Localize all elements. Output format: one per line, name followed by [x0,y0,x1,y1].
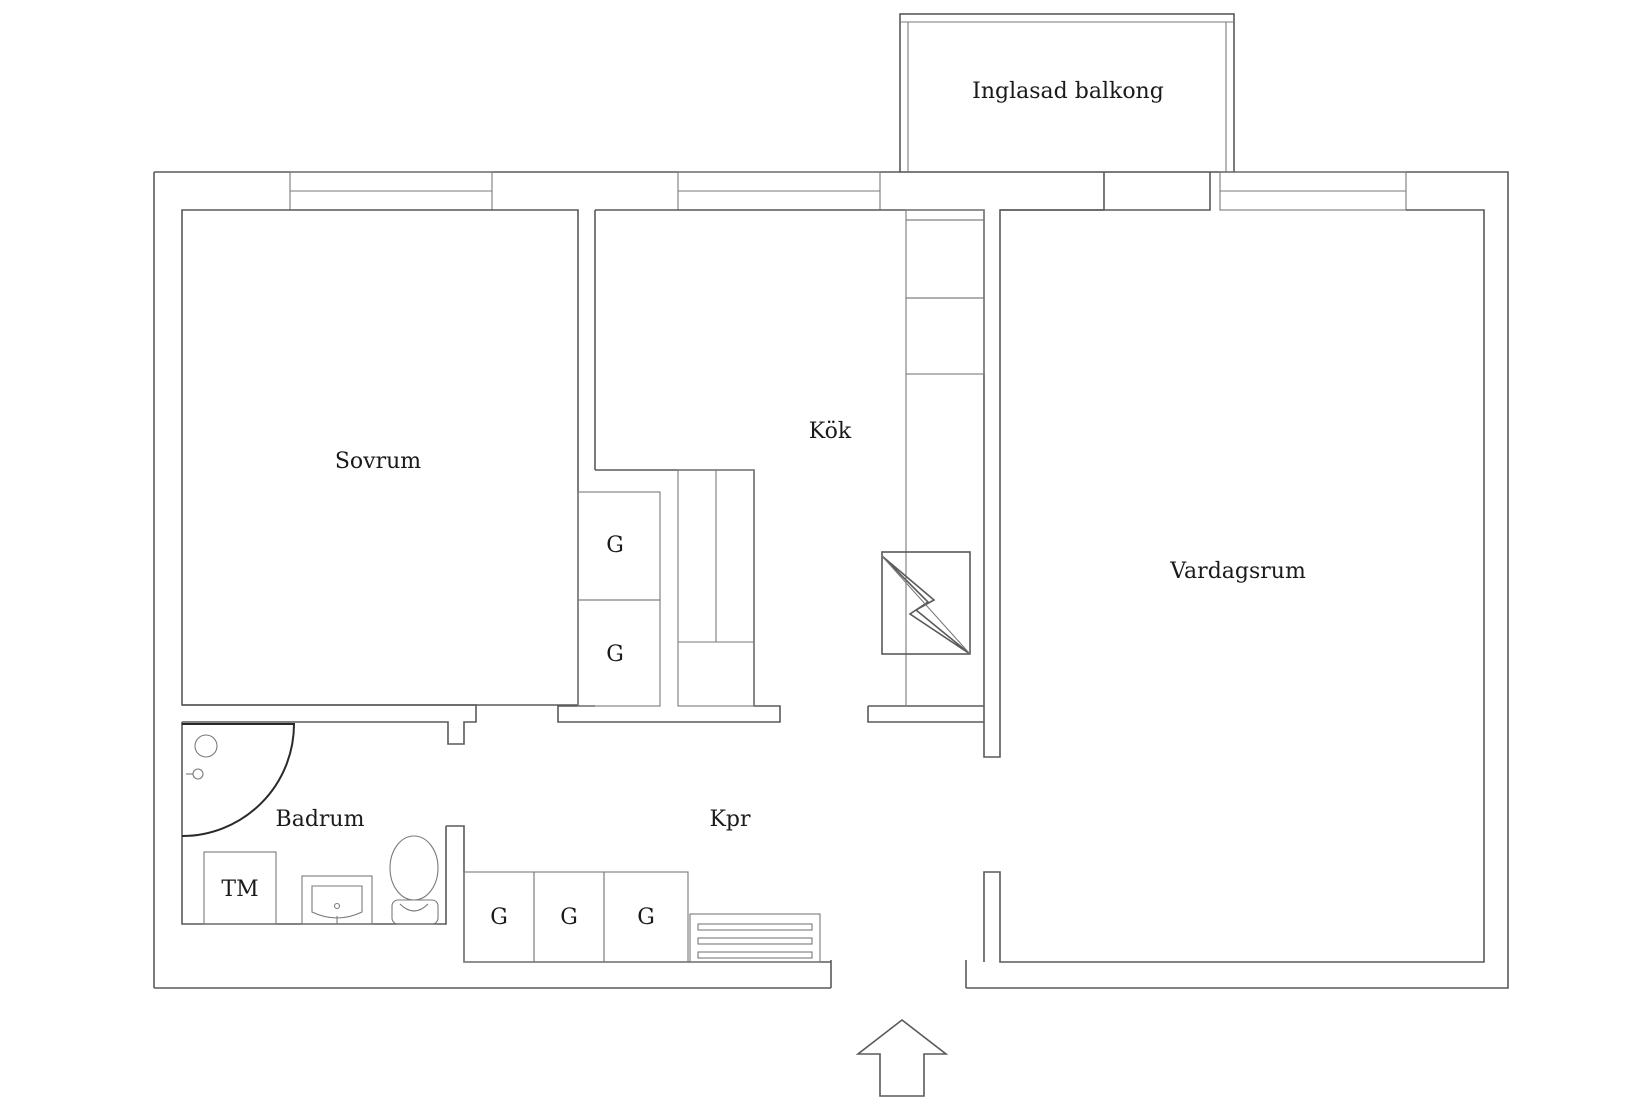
washing-machine-label: TM [221,877,258,902]
hall-storage-2-label: G [560,905,578,930]
bathroom: TM [181,723,439,925]
balcony [899,13,1235,173]
hallway-label: Kpr [709,807,751,832]
shoe-rack [689,913,821,963]
hall-storage-3-label: G [637,905,655,930]
entrance-arrow-icon [855,1018,949,1097]
hallway-storage: G G G [463,871,689,963]
bathroom-label: Badrum [276,807,365,832]
kitchen-storage-bottom-label: G [606,642,624,667]
living-room-label: Vardagsrum [1169,559,1306,584]
kitchen-cabinets [677,209,985,707]
windows [289,171,1407,211]
kitchen-label: Kök [809,419,852,444]
chimney-icon [881,551,971,655]
kitchen-storage: G G [577,491,661,707]
shower-icon [181,723,296,837]
hall-storage-1-label: G [490,905,508,930]
balcony-label: Inglasad balkong [972,79,1164,104]
toilet-icon [389,835,439,925]
kitchen-storage-top-label: G [606,533,624,558]
sink-icon [301,875,373,925]
bedroom-label: Sovrum [335,449,421,474]
